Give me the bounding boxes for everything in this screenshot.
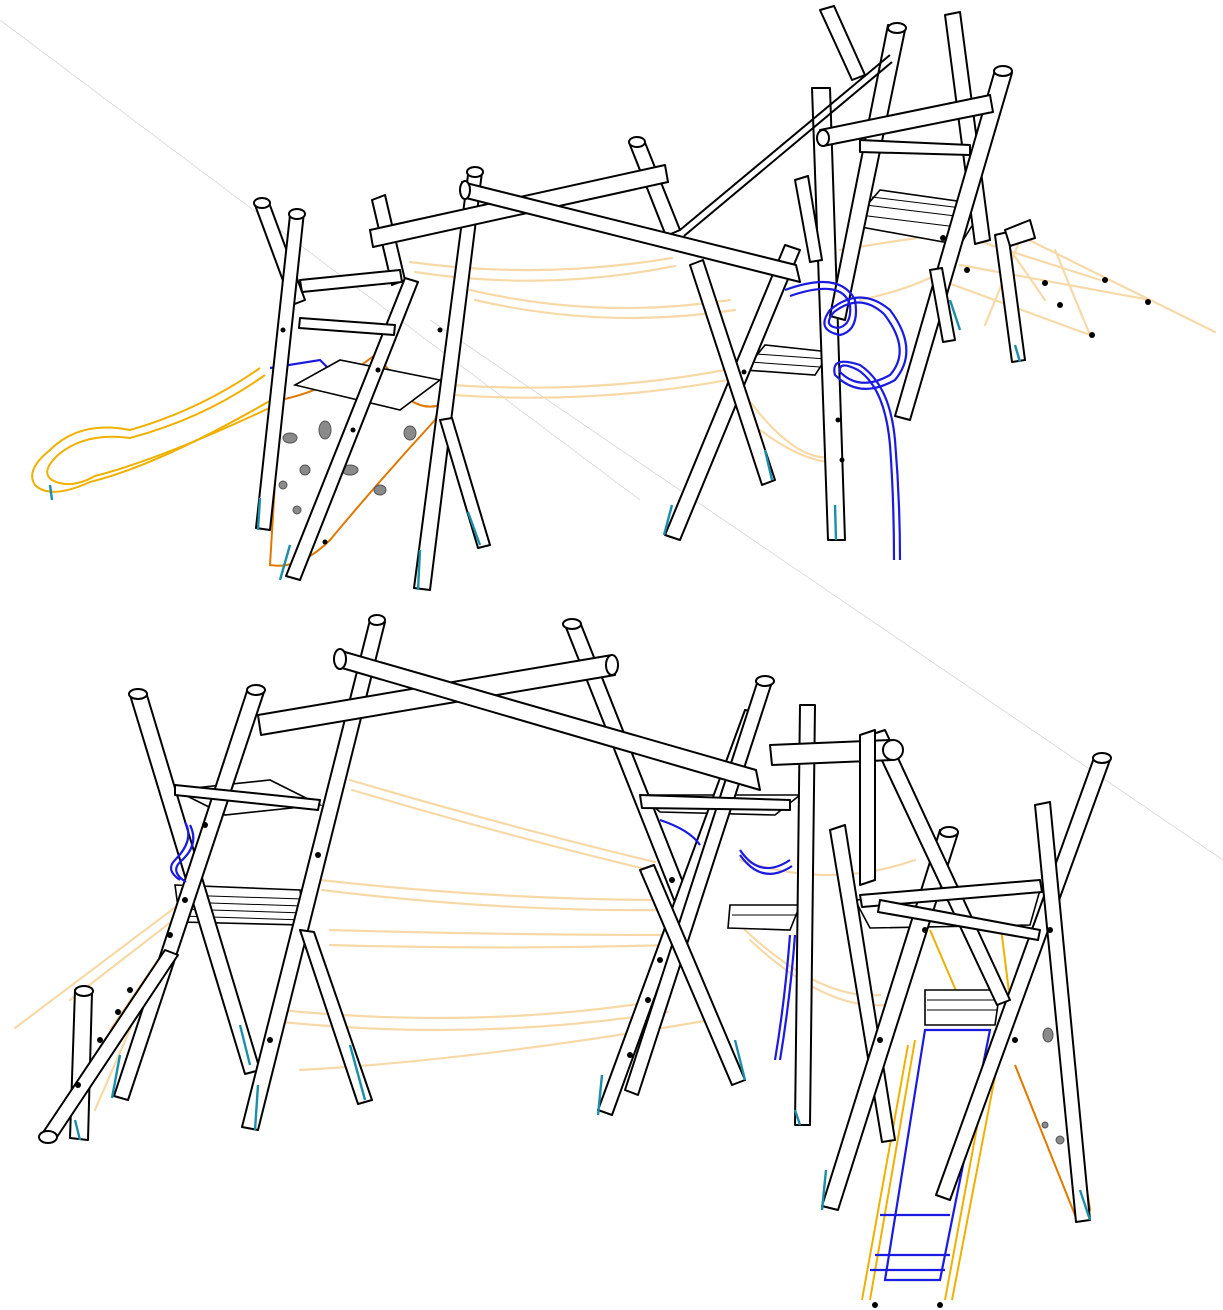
bolts-bottom: [75, 822, 1053, 1308]
rope-bridge-top: [408, 230, 962, 464]
view-top: [31, 5, 1217, 591]
ground-anchors-bottom: [73, 1024, 1092, 1221]
timber-posts-top: [253, 5, 1026, 591]
view-bottom: [13, 614, 1112, 1308]
guide-line: [0, 19, 641, 501]
spiral-slide-top: [784, 280, 908, 561]
rope-net-top: [938, 233, 1217, 337]
bolts-top: [280, 235, 1151, 545]
timber-beams-bottom: [174, 648, 1043, 941]
handrails-bottom: [169, 818, 797, 1061]
ground-anchors-top: [48, 299, 1022, 591]
rope-bridge-bottom: [278, 778, 917, 1072]
timber-beams-top: [298, 54, 1036, 336]
